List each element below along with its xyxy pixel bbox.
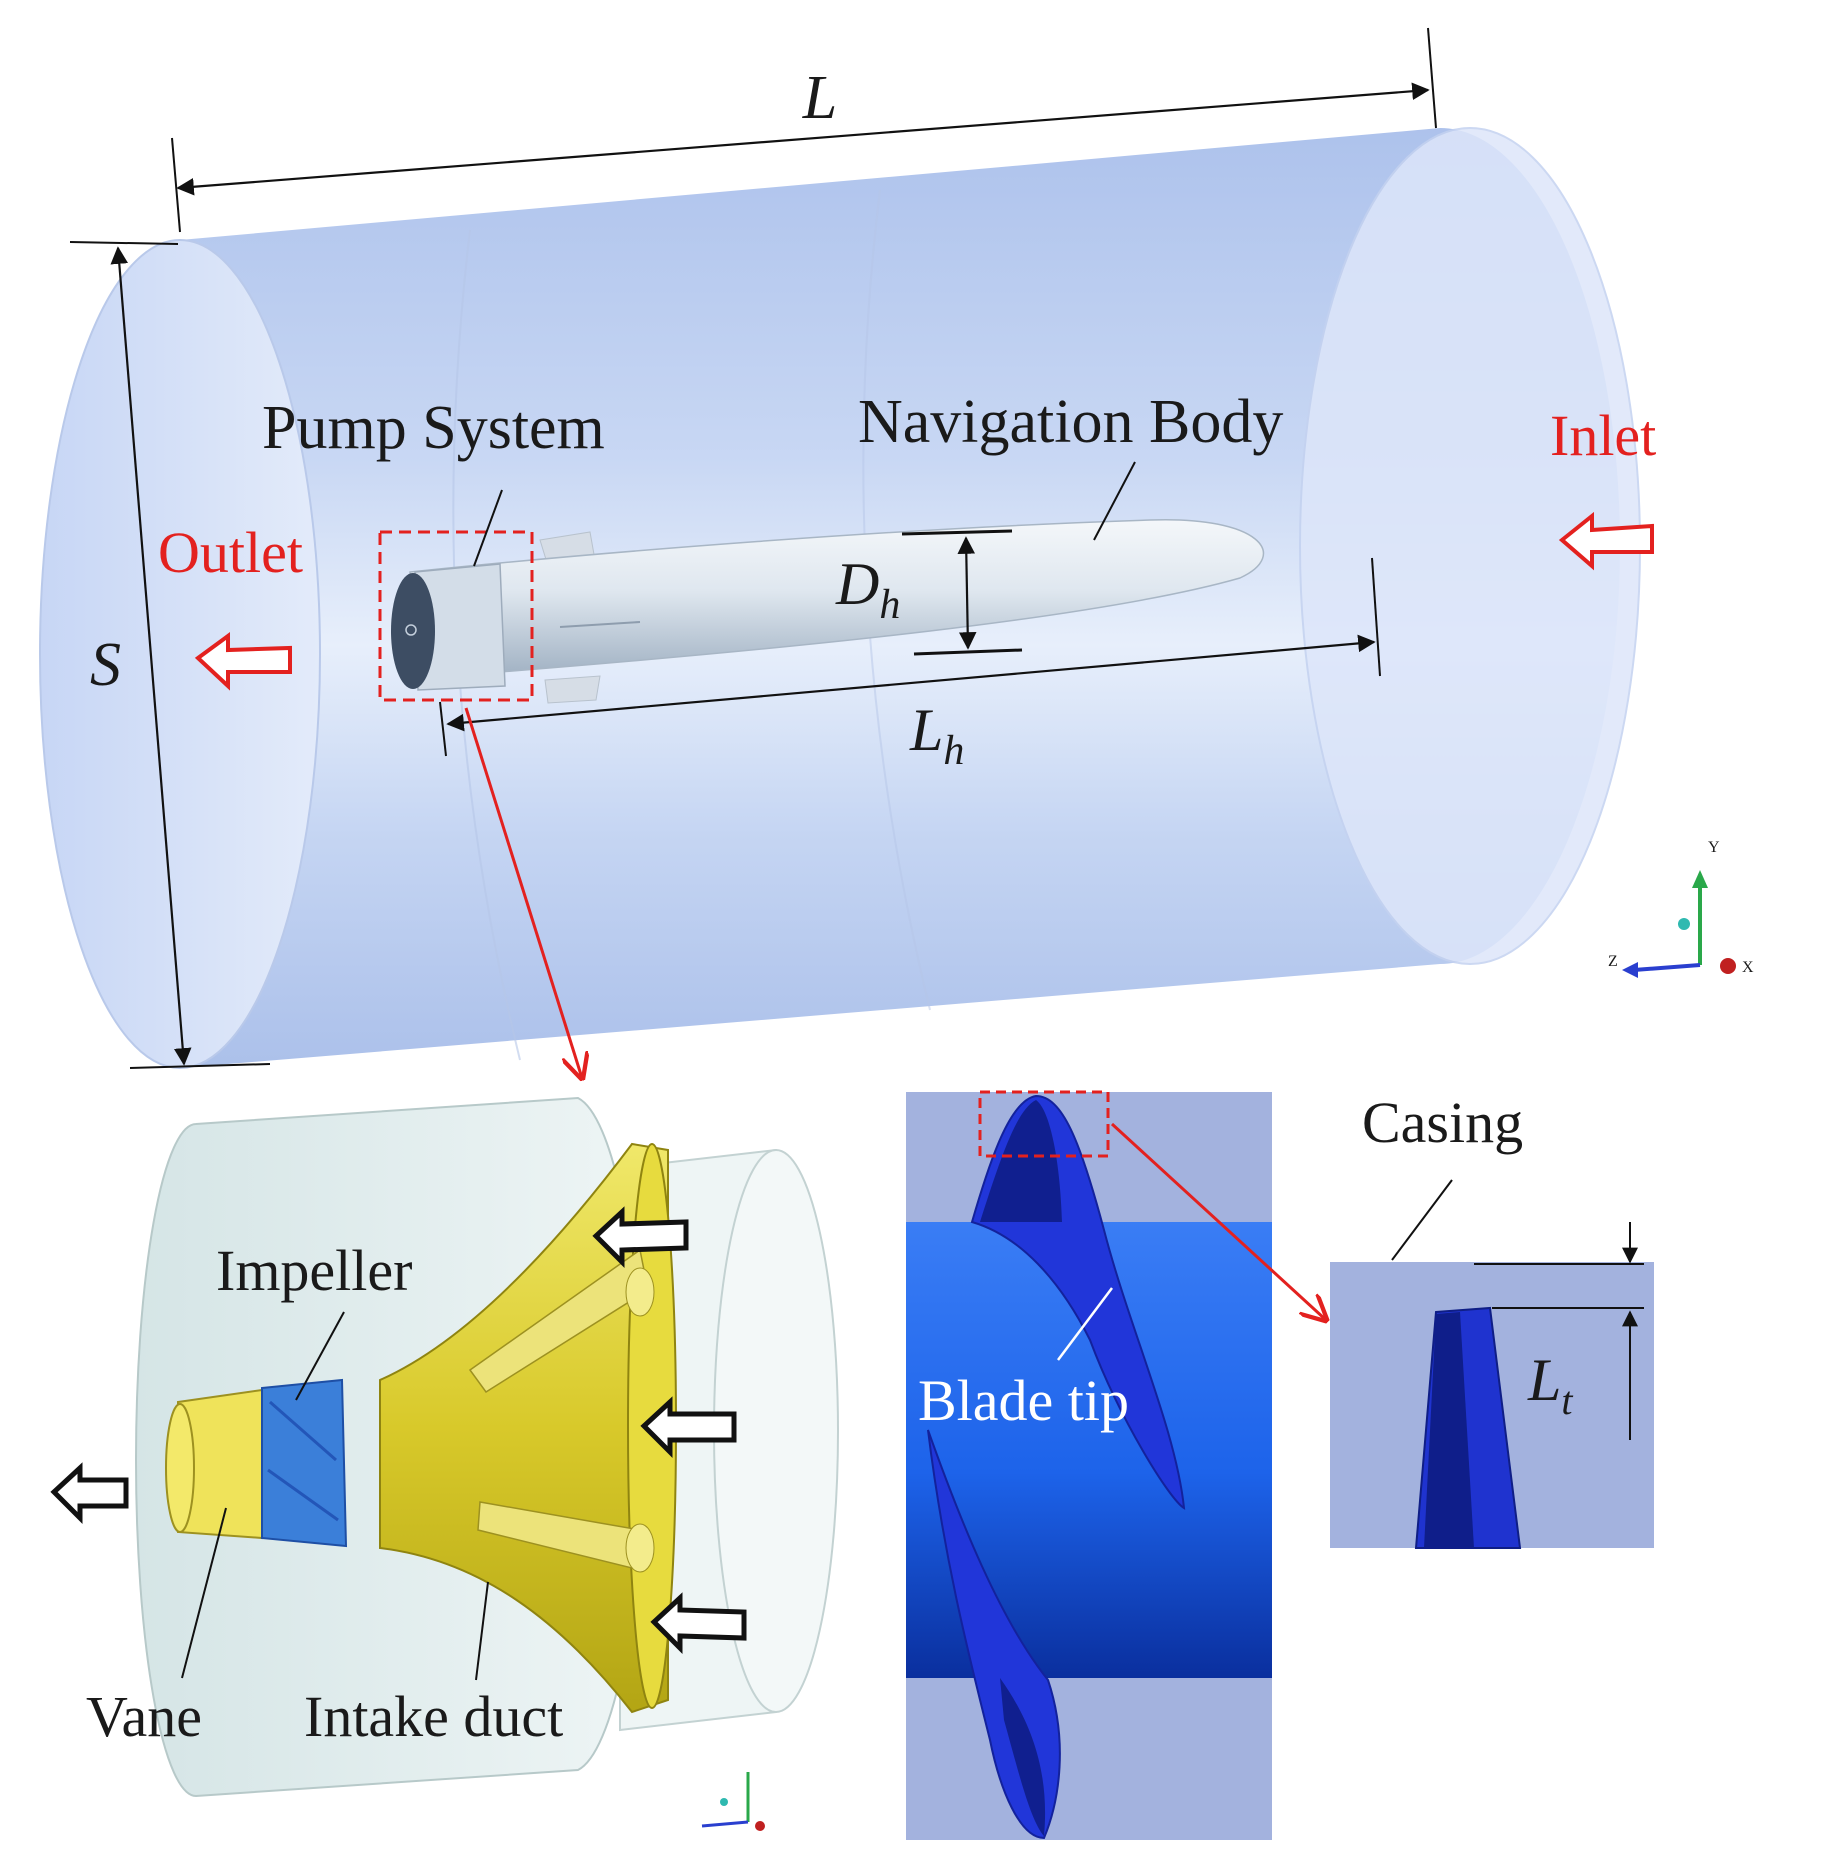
hull-length-label: Lh [909,697,964,774]
hull-aft-face [391,573,435,689]
blade-tip-label: Blade tip [918,1368,1129,1433]
dimension-length: L [171,27,1437,233]
inlet-label: Inlet [1550,403,1656,468]
pump-system-highlight [378,530,534,702]
intake-duct-label: Intake duct [304,1684,563,1749]
axis-x-label: X [1742,959,1754,976]
casing-label: Casing [1362,1090,1523,1155]
hull-diameter-label: Dh [835,551,900,628]
axis-y-label: Y [1708,839,1720,856]
vane-label: Vane [86,1684,202,1749]
pump-system-label: Pump System [262,394,605,462]
diameter-label: S [90,631,121,699]
tip-clearance-label: Lt [1527,1347,1573,1423]
length-label: L [802,64,837,132]
impeller-label: Impeller [216,1238,412,1303]
blade-tip-highlight [978,1090,1110,1158]
axis-triad-top: Y X Z [1608,839,1754,978]
pump-detail [135,1096,839,1798]
pump-flow-arrows [50,1206,747,1655]
dimension-hull-length: Lh [439,557,1381,774]
outlet-arrow [194,632,292,691]
dimension-diameter: S [69,241,271,1069]
axis-triad-bottom [701,1772,765,1831]
tip-clearance-zoom: Lt [1330,1222,1654,1549]
impeller [261,1378,348,1548]
axis-z-label: Z [1608,953,1618,970]
navigation-body-label: Navigation Body [858,388,1283,456]
outlet-label: Outlet [158,520,303,585]
blade-detail-panel: Blade tip [906,1090,1272,1840]
inlet-arrow [1558,511,1654,571]
